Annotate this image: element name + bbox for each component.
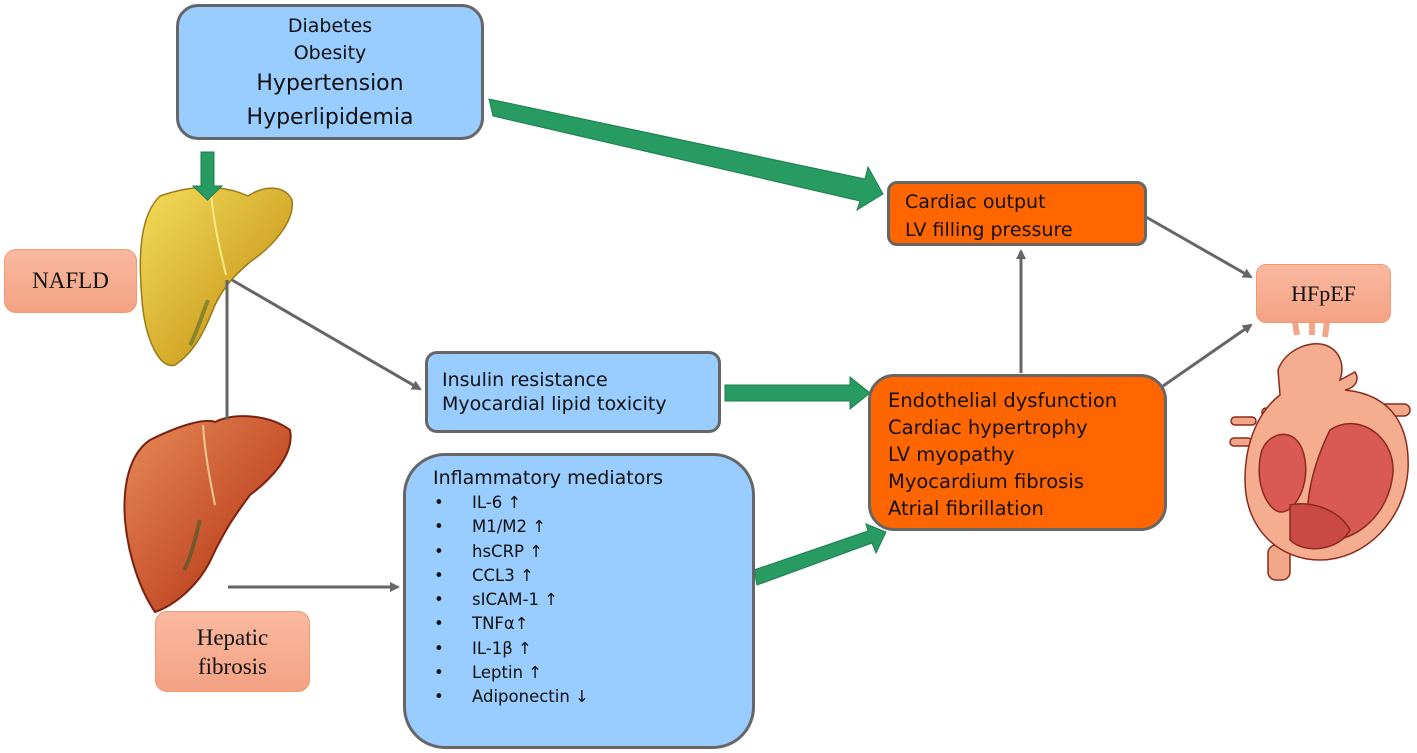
inflammatory-mediators-box: Inflammatory mediators IL-6 ↑ M1/M2 ↑ hs… (403, 453, 755, 749)
arrow-nafld-to-insulin (231, 278, 422, 391)
heart-anatomy-illustration (1229, 318, 1411, 581)
mediator-item: IL-1β ↑ (434, 637, 752, 662)
nafld-label-text: NAFLD (32, 268, 109, 293)
mediator-item: IL-6 ↑ (434, 491, 752, 516)
cardiac-effect-item: Atrial fibrillation (888, 497, 1044, 520)
insulin-resistance-box: Insulin resistance Myocardial lipid toxi… (425, 351, 721, 433)
mediator-item: M1/M2 ↑ (434, 515, 752, 540)
mediator-item: sICAM-1 ↑ (434, 588, 752, 613)
inflammatory-mediators-title: Inflammatory mediators (433, 467, 664, 489)
hfpef-label: HFpEF (1256, 264, 1391, 323)
cardiac-effects-box: Endothelial dysfunction Cardiac hypertro… (868, 374, 1167, 531)
inflammatory-mediators-list: IL-6 ↑ M1/M2 ↑ hsCRP ↑ CCL3 ↑ sICAM-1 ↑ … (434, 491, 752, 710)
cardiac-output-item: Cardiac output (905, 191, 1046, 213)
hepatic-fibrosis-text: Hepatic (196, 624, 269, 650)
fibrotic-liver-illustration (123, 415, 292, 614)
mediator-item: TNFα↑ (434, 612, 752, 637)
arrow-effects-to-hfpef (1162, 323, 1253, 388)
arrow-risk-to-nafld (191, 151, 224, 201)
cardiac-output-item: LV filling pressure (905, 219, 1073, 241)
arrow-inflammatory-to-effects (753, 523, 887, 586)
risk-factor-item: Diabetes (287, 15, 373, 37)
nafld-label: NAFLD (4, 249, 137, 313)
cardiac-effect-item: LV myopathy (888, 443, 1015, 466)
fatty-liver-illustration (139, 186, 293, 367)
cardiac-effect-item: Myocardium fibrosis (888, 470, 1084, 493)
arrow-risk-to-cardiac-output (488, 98, 884, 212)
insulin-box-item: Insulin resistance (442, 369, 608, 391)
cardiac-output-box: Cardiac output LV filling pressure (887, 181, 1147, 246)
hepatic-fibrosis-text: fibrosis (198, 653, 267, 679)
risk-factors-box: Diabetes Obesity Hypertension Hyperlipid… (176, 4, 484, 140)
cardiac-effect-item: Cardiac hypertrophy (888, 416, 1088, 439)
mediator-item: CCL3 ↑ (434, 564, 752, 589)
insulin-box-item: Myocardial lipid toxicity (442, 393, 667, 415)
mediator-item: Leptin ↑ (434, 661, 752, 686)
arrow-cardiac-output-to-hfpef (1145, 215, 1253, 279)
arrow-insulin-to-effects (724, 375, 871, 411)
risk-factor-item: Obesity (293, 42, 367, 64)
mediator-item: Adiponectin ↓ (434, 685, 752, 710)
cardiac-effect-item: Endothelial dysfunction (888, 389, 1118, 412)
hfpef-label-text: HFpEF (1291, 280, 1356, 306)
hepatic-fibrosis-label: Hepatic fibrosis (155, 611, 310, 692)
mediator-item: hsCRP ↑ (434, 540, 752, 565)
risk-factor-item: Hyperlipidemia (246, 105, 414, 130)
risk-factor-item: Hypertension (256, 71, 404, 96)
